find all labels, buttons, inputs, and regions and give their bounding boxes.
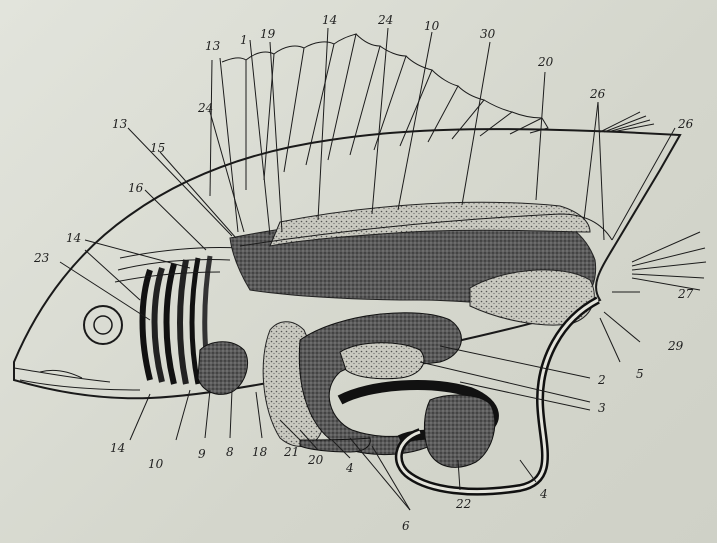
label-20-low: 20	[307, 453, 324, 467]
label-30: 30	[480, 27, 496, 41]
label-22: 22	[455, 497, 471, 511]
label-14-bottom: 14	[110, 441, 125, 455]
dorsal-fin	[210, 34, 548, 196]
label-16-top: 14	[322, 13, 337, 27]
label-18: 18	[252, 445, 268, 459]
label-6: 6	[402, 519, 410, 533]
label-21: 21	[283, 445, 299, 459]
label-27: 27	[677, 287, 694, 301]
label-17: 16	[128, 181, 144, 195]
label-19: 19	[260, 27, 276, 41]
soft-dorsal-fin	[600, 112, 654, 132]
label-8: 8	[226, 445, 234, 459]
label-4-low: 4	[345, 461, 354, 475]
intestine-loop-upper	[340, 343, 424, 379]
label-24-left: 24	[197, 101, 213, 115]
label-13-top: 10	[424, 19, 440, 33]
label-2: 2	[597, 373, 606, 387]
label-5: 5	[636, 367, 644, 381]
caudal-fin	[632, 232, 706, 290]
label-10: 10	[148, 457, 164, 471]
label-4: 4	[539, 487, 548, 501]
pupil	[94, 316, 112, 334]
label-14-top: 13	[205, 39, 221, 53]
label-13-left: 13	[112, 117, 128, 131]
label-1: 1	[240, 33, 248, 47]
label-24-top: 24	[377, 13, 393, 27]
eye	[84, 306, 122, 344]
heart	[198, 342, 248, 395]
mouth	[14, 368, 140, 390]
label-26-top: 26	[589, 87, 606, 101]
label-29: 29	[667, 339, 684, 353]
label-16-left: 15	[150, 141, 165, 155]
intestine-loop-low	[424, 395, 494, 467]
label-15: 14	[66, 231, 81, 245]
label-20-top: 20	[537, 55, 554, 69]
label-23: 23	[33, 251, 50, 265]
label-26-right: 26	[677, 117, 694, 131]
label-3: 3	[598, 401, 606, 415]
label-9: 9	[198, 447, 206, 461]
jaw	[40, 370, 82, 378]
